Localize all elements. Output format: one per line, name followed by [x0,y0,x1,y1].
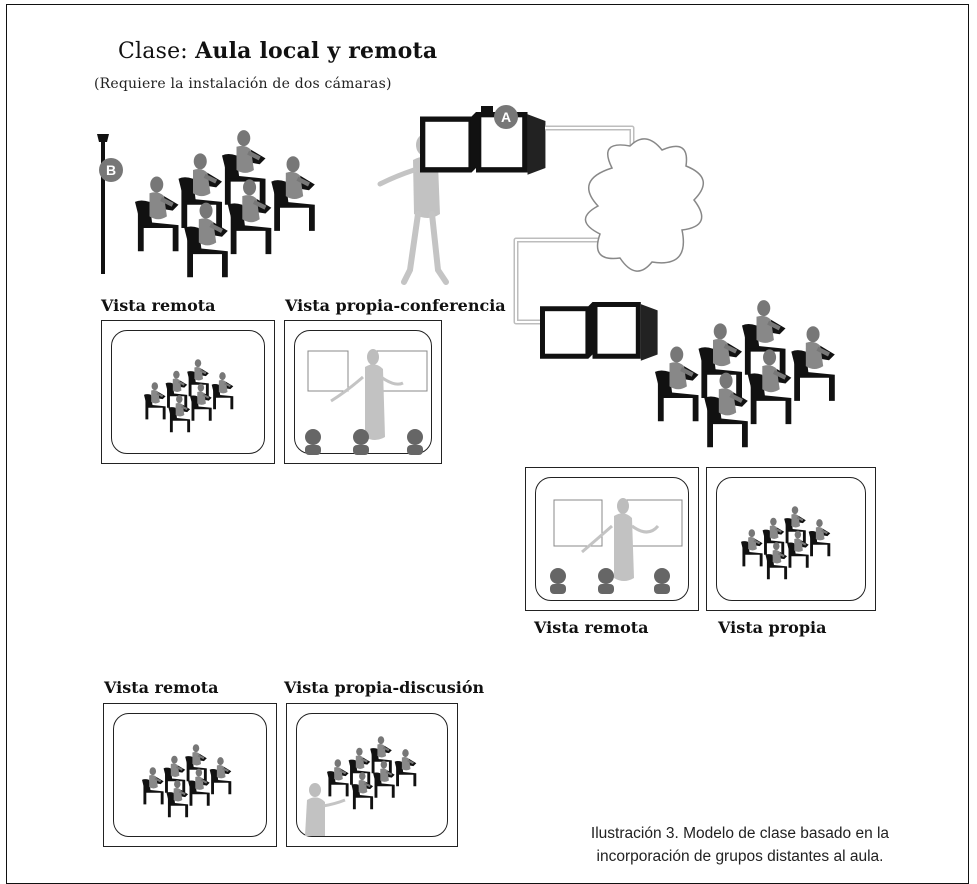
remote-classroom-icon [655,300,835,447]
panel-own-discussion-bottom [286,703,458,847]
marker-a: A [494,105,518,129]
svg-text:B: B [106,162,116,178]
marker-b: B [99,158,123,182]
camera-pole-icon [97,134,109,274]
classroom-students-icon [135,130,315,277]
label-bottom-own-discussion: Vista propia-discusión [284,678,485,697]
figure-caption: Ilustración 3. Modelo de clase basado en… [520,822,960,868]
panel-own-view-right [706,467,876,611]
figure-title: Clase: Aula local y remota [118,38,437,64]
panel-own-conference-top [284,320,442,464]
label-right-own: Vista propia [718,618,827,637]
panel-remote-view-top [101,320,275,464]
monitors-icon [419,111,547,176]
label-bottom-remote: Vista remota [104,678,219,697]
remote-monitors-icon [539,301,659,362]
svg-text:A: A [501,109,511,125]
panel-remote-view-right [525,467,699,611]
label-top-remote: Vista remota [101,296,216,315]
network-cloud-icon [584,138,704,272]
panel-remote-view-bottom [103,703,277,847]
title-prefix: Clase: [118,39,188,64]
title-main: Aula local y remota [195,38,438,64]
caption-line-2: incorporación de grupos distantes al aul… [596,848,884,865]
figure-subtitle: (Requiere la instalación de dos cámaras) [94,76,392,92]
label-right-remote: Vista remota [534,618,649,637]
caption-line-1: Ilustración 3. Modelo de clase basado en… [590,825,890,842]
label-top-own-conference: Vista propia-conferencia [285,296,506,315]
